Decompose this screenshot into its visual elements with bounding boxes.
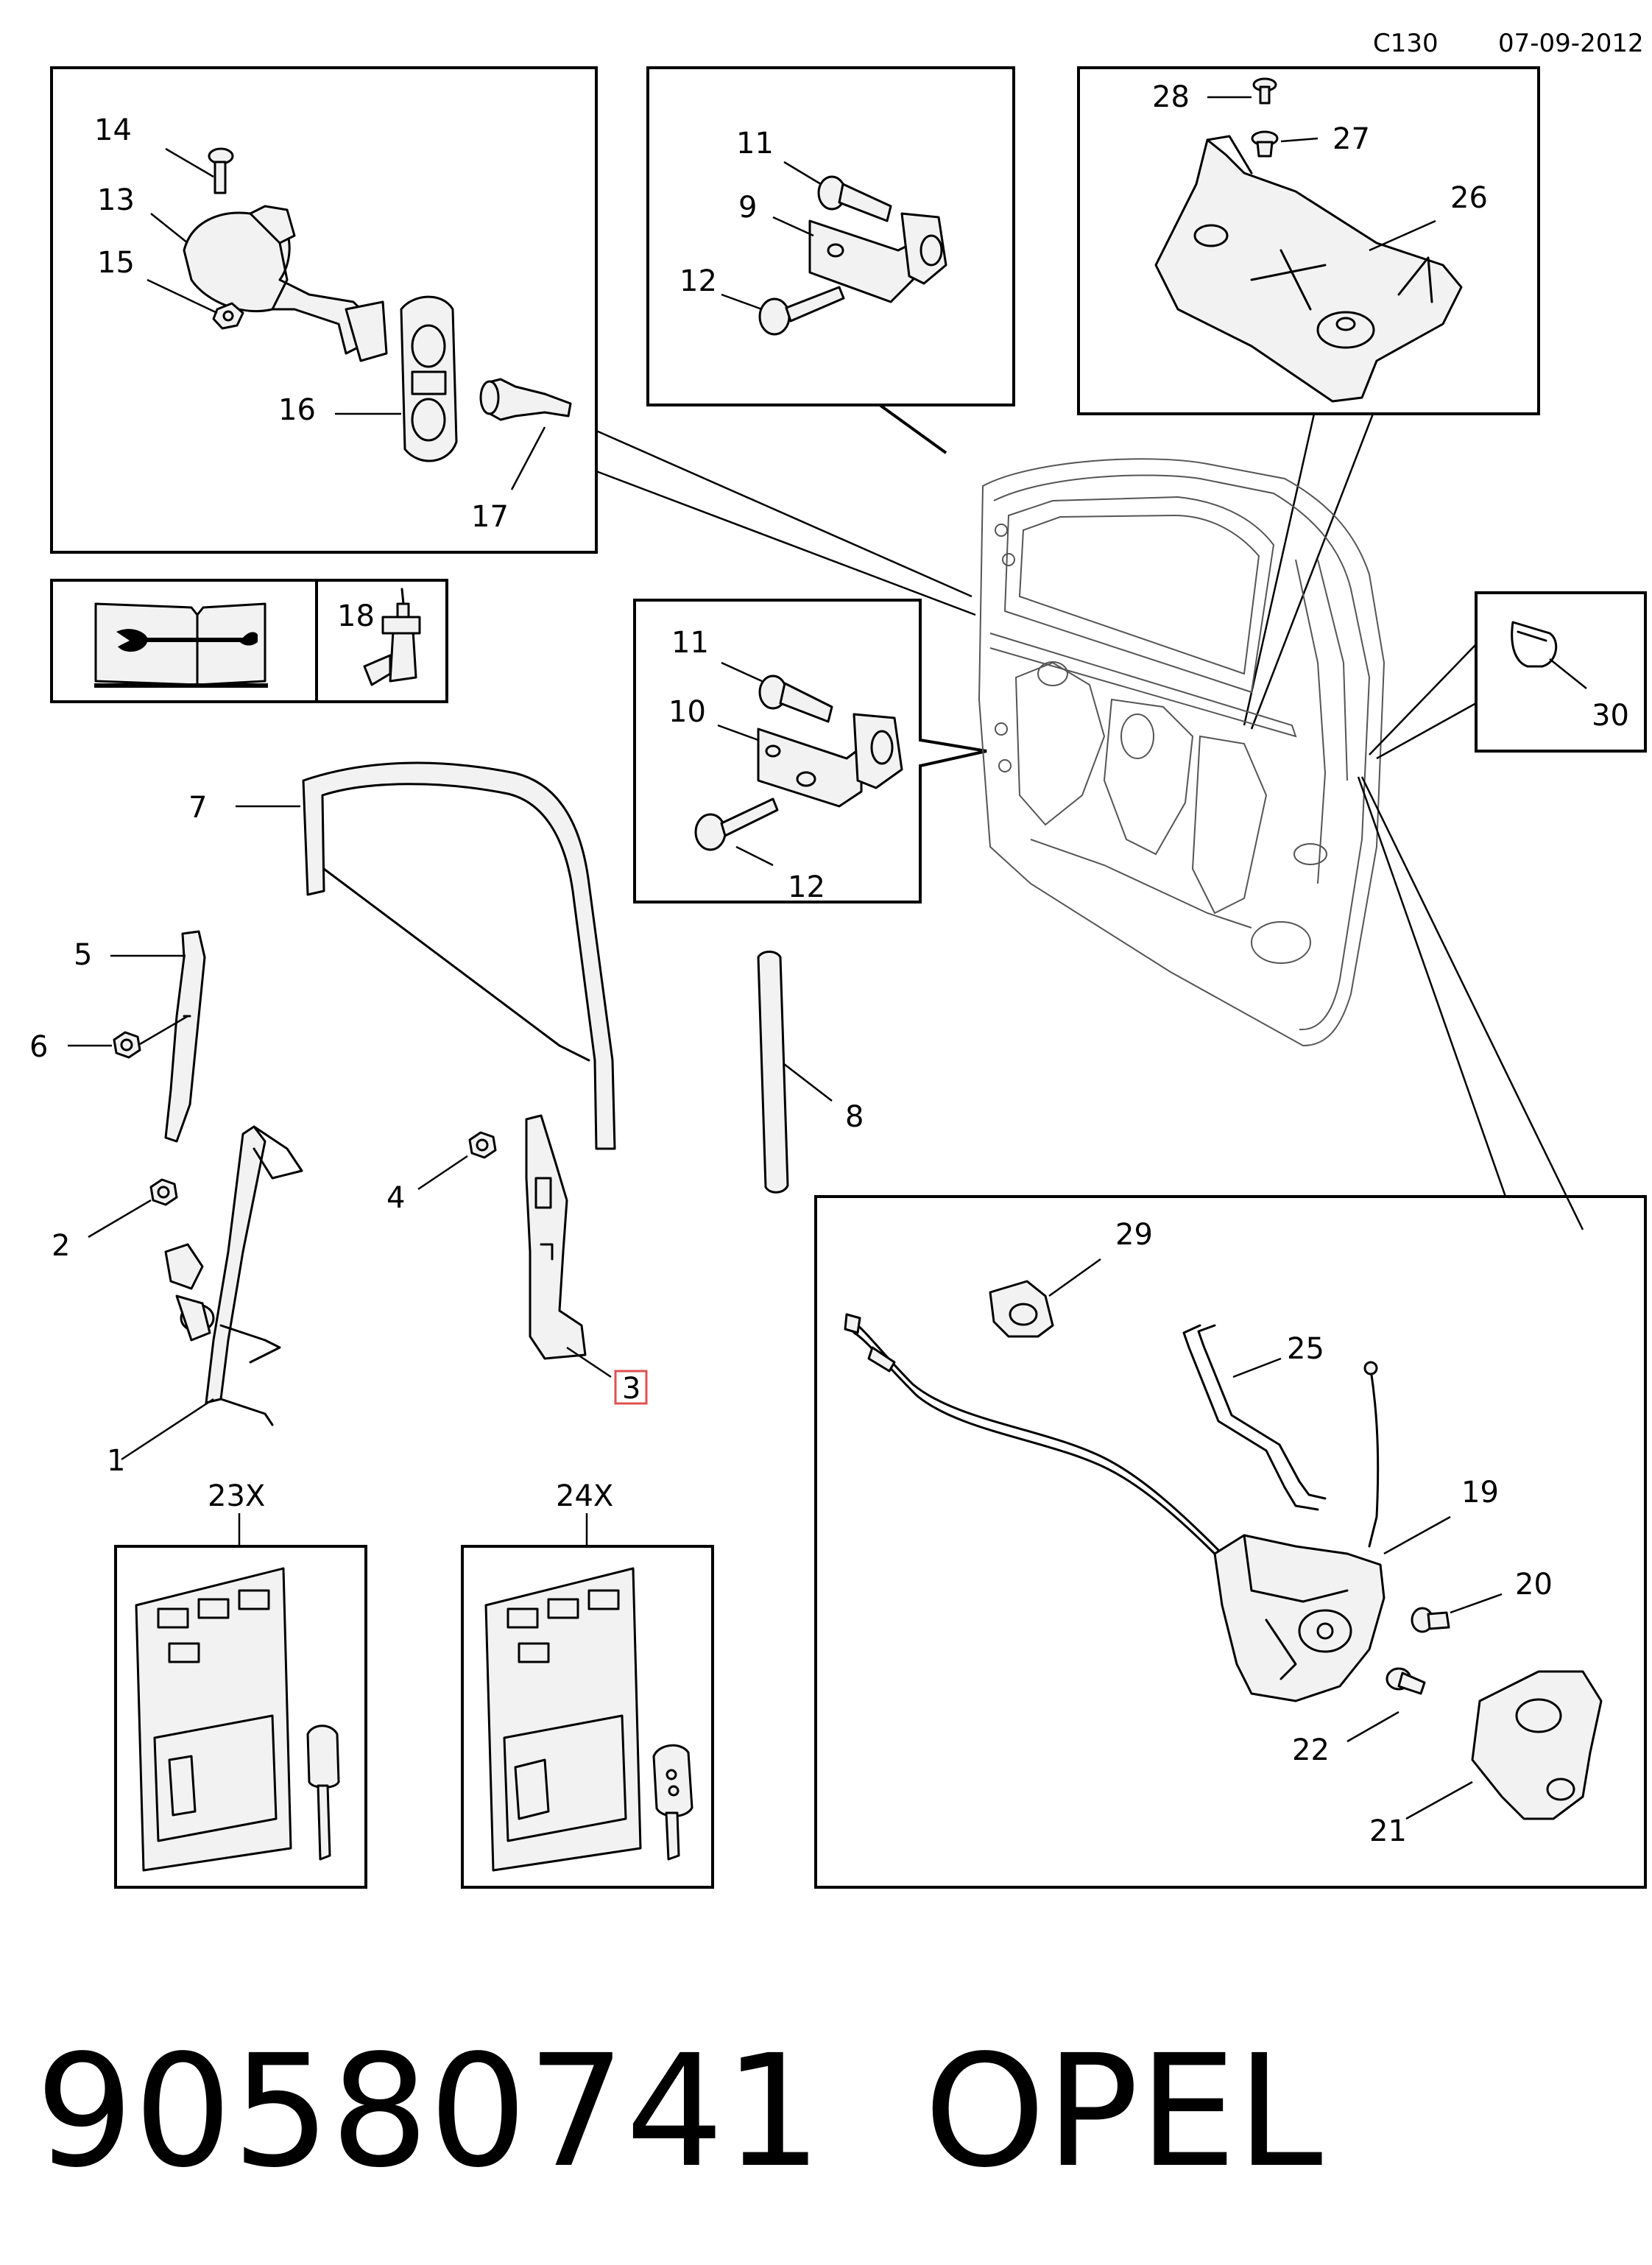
bolt-12-upper-icon [758, 286, 845, 336]
seal-strip-8: 8 [757, 951, 864, 1194]
key-set-24x: 24X [461, 1479, 714, 1889]
screw-28-icon [1252, 77, 1277, 105]
callout-28: 28 [1152, 80, 1190, 114]
callout-18: 18 [337, 599, 375, 633]
glass-run-channel-7: 7 [188, 761, 616, 1150]
manual-lubricant-box: 18 [50, 579, 448, 703]
callout-11-lower: 11 [671, 626, 709, 660]
callout-9: 9 [738, 191, 757, 225]
callout-8: 8 [845, 1100, 864, 1134]
callout-25: 25 [1287, 1332, 1324, 1366]
door-check-detail-box: 14 13 15 16 17 [50, 66, 598, 554]
highlight-callout-3[interactable]: 3 [614, 1370, 648, 1406]
callout-11-upper: 11 [736, 127, 774, 161]
key-card-23x-icon [135, 1567, 292, 1872]
callout-13: 13 [97, 183, 135, 217]
nut-2-icon: 2 [52, 1178, 178, 1263]
bolt-11-lower-icon [758, 674, 833, 723]
cover-16-icon [400, 295, 458, 462]
plug-17-icon [479, 378, 572, 421]
screw-22-icon: 22 [1292, 1667, 1426, 1767]
callout-1: 1 [107, 1444, 125, 1478]
callout-7: 7 [188, 791, 207, 825]
callout-26: 26 [1450, 181, 1488, 215]
lower-hinge-detail-box: 11 10 12 [633, 599, 987, 904]
callout-24x: 24X [556, 1479, 613, 1513]
bolt-11-upper-icon [817, 175, 892, 222]
door-lock-detail-box: 29 25 19 [814, 1195, 1647, 1889]
callout-20: 20 [1515, 1568, 1553, 1602]
callout-21: 21 [1369, 1814, 1407, 1848]
bolt-12-lower-icon [694, 797, 779, 851]
callout-5: 5 [74, 938, 92, 972]
key-card-24x-icon [484, 1567, 642, 1872]
diagram-code: C130 [1373, 29, 1439, 58]
key-set-23x: 23X [114, 1479, 367, 1889]
bolt-20-icon: 20 [1411, 1568, 1553, 1633]
callout-4: 4 [386, 1181, 405, 1215]
highlight-box-3 [614, 1370, 648, 1405]
brand-name: OPEL [924, 2021, 1323, 2202]
striker-21-icon: 21 [1369, 1670, 1603, 1848]
callout-17: 17 [471, 500, 509, 534]
upper-hinge-detail-box: 11 9 12 [646, 66, 1015, 454]
cable-assembly [844, 1313, 1380, 1574]
window-regulator-1: 1 [107, 1125, 303, 1478]
rod-25-icon: 25 [1182, 1324, 1327, 1511]
callout-12-lower: 12 [788, 870, 825, 904]
part-number: 90580741 [35, 2021, 822, 2202]
clip-29-icon: 29 [989, 1218, 1153, 1338]
door-assembly [978, 458, 1386, 1047]
nut-15-icon [212, 302, 244, 330]
guide-rail-5: 5 [74, 930, 206, 1143]
nut-6-icon: 6 [29, 1015, 188, 1064]
clip-30-detail-box: 30 [1475, 591, 1647, 753]
key-23x-icon [306, 1725, 340, 1861]
repair-manual-icon [94, 602, 268, 688]
nut-4-icon: 4 [386, 1131, 497, 1215]
callout-30: 30 [1592, 699, 1629, 733]
module-bracket-detail-box: 28 27 26 [1077, 66, 1540, 415]
callout-15: 15 [97, 246, 135, 280]
callout-23x: 23X [208, 1479, 265, 1513]
callout-16: 16 [278, 393, 316, 427]
callout-29: 29 [1115, 1218, 1153, 1252]
clip-27-icon [1251, 130, 1279, 158]
callout-19: 19 [1461, 1476, 1499, 1510]
callout-14: 14 [94, 113, 132, 147]
callout-2: 2 [52, 1229, 70, 1263]
callout-27: 27 [1332, 122, 1370, 156]
door-latch-19-icon: 19 [1213, 1476, 1499, 1702]
bolt-14-icon [208, 147, 234, 194]
lubricant-bottle-icon [363, 588, 421, 686]
callout-12-upper: 12 [679, 264, 717, 298]
callout-3: 3 [622, 1372, 640, 1406]
callout-10: 10 [668, 695, 706, 729]
window-channel-bracket-3 [525, 1114, 612, 1378]
callout-22: 22 [1292, 1733, 1330, 1767]
diagram-date: 07-09-2012 [1498, 29, 1644, 58]
key-fob-24x-icon [652, 1744, 693, 1861]
callout-6: 6 [29, 1030, 48, 1064]
